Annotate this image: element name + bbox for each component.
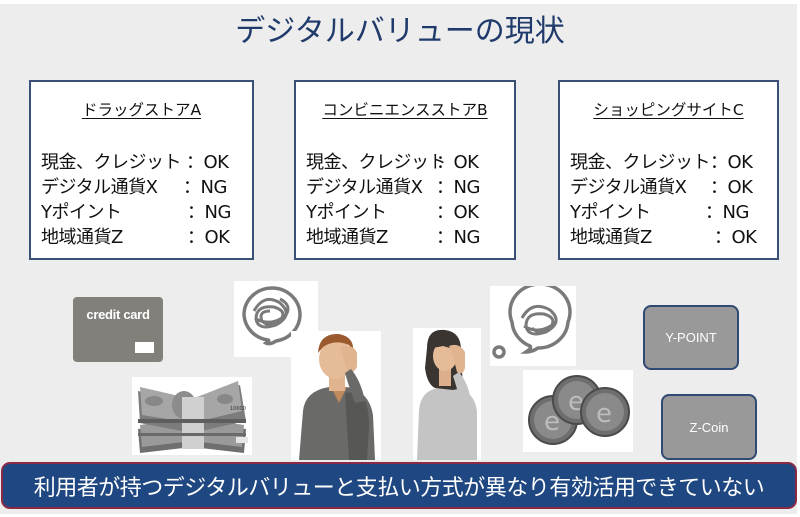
payment-status: ：OK [714,227,757,248]
payment-label: 現金、クレジット [306,152,447,173]
payment-label: デジタル通貨X [570,177,687,198]
payment-status: ：OK [187,227,230,248]
z-coin-label: Z-Coin [689,419,729,435]
payment-row-local-z: 地域通貨Z ：NG [306,223,480,249]
conclusion-text: 利用者が持つデジタルバリューと支払い方式が異なり有効活用できていない [33,475,765,501]
payment-status: ：OK [186,152,229,173]
svg-text:e: e [568,387,584,417]
payment-label: 現金、クレジット [570,152,711,173]
payment-status: ：OK [436,152,479,173]
payment-label: デジタル通貨X [306,177,423,198]
payment-label: 現金、クレジット [41,152,182,173]
store-box-drugstore-a: ドラッグストアA 現金、クレジット ：OK デジタル通貨X ：NG Yポイント … [29,80,254,260]
payment-row-digital-x: デジタル通貨X ：OK [570,173,753,199]
payment-status: ：NG [705,202,749,223]
credit-card-label: credit card [86,307,150,322]
store-box-convenience-b: コンビニエンスストアB 現金、クレジット ：OK デジタル通貨X ：NG Yポイ… [294,80,516,260]
frustrated-woman-illustration [413,328,481,460]
payment-status: ：OK [710,152,753,173]
payment-status: ：NG [187,202,231,223]
credit-card-icon: credit card [73,297,163,362]
payment-row-digital-x: デジタル通貨X ：NG [306,173,480,199]
payment-status: ：NG [436,227,480,248]
payment-row-y-point: Yポイント ：NG [41,198,231,224]
payment-row-local-z: 地域通貨Z ：OK [41,223,230,249]
e-coins-icon: e e e [523,370,633,452]
store-box-shopping-site-c: ショッピングサイトC 現金、クレジット ：OK デジタル通貨X ：OK Yポイン… [558,80,779,260]
payment-row-cash: 現金、クレジット ：OK [570,148,753,174]
payment-label: 地域通貨Z [306,227,388,248]
store-name: ドラッグストアA [81,101,202,119]
payment-label: 地域通貨Z [41,227,123,248]
payment-label: デジタル通貨X [41,177,158,198]
svg-text:e: e [544,407,560,437]
payment-row-digital-x: デジタル通貨X ：NG [41,173,227,199]
payment-label: 地域通貨Z [570,227,652,248]
payment-row-y-point: Yポイント ：NG [570,198,749,224]
page-title: デジタルバリューの現状 [235,14,565,49]
payment-label: Yポイント [570,202,651,223]
payment-row-local-z: 地域通貨Z ：OK [570,223,757,249]
banknote-denomination: 10000 [230,406,246,412]
frustrated-man-illustration [291,331,381,460]
payment-row-y-point: Yポイント ：OK [306,198,479,224]
payment-status: ：NG [183,177,227,198]
store-name: コンビニエンスストアB [322,101,488,119]
payment-status: ：OK [710,177,753,198]
y-point-label: Y-POINT [665,330,717,345]
z-coin-badge: Z-Coin [661,394,757,460]
payment-row-cash: 現金、クレジット ：OK [41,148,229,174]
payment-status: ：NG [436,177,480,198]
payment-status: ：OK [436,202,479,223]
banknotes-icon: 10000 [132,377,252,455]
payment-label: Yポイント [41,202,122,223]
y-point-badge: Y-POINT [643,305,739,370]
conclusion-banner: 利用者が持つデジタルバリューと支払い方式が異なり有効活用できていない [1,462,797,509]
coin: e [580,387,630,437]
card-chip [135,342,154,353]
svg-text:e: e [596,399,612,429]
confused-thought-bubble-icon-2 [490,282,576,366]
payment-row-cash: 現金、クレジット ：OK [306,148,479,174]
payment-label: Yポイント [306,202,387,223]
store-name: ショッピングサイトC [593,101,744,119]
